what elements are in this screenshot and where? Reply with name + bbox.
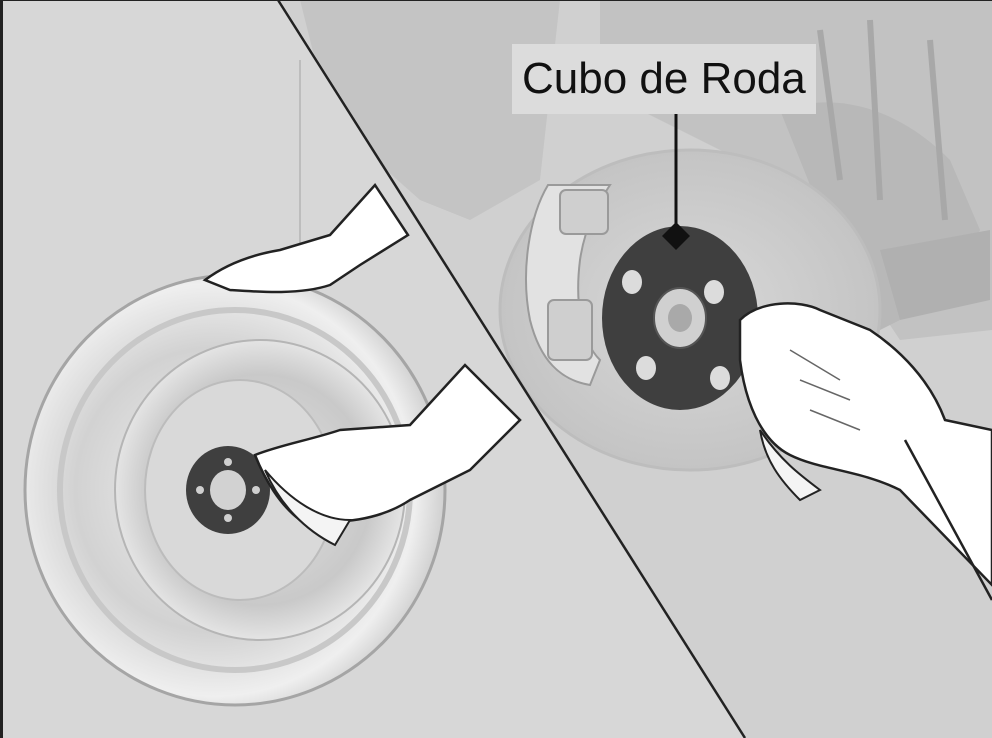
wheel-hub [602, 226, 758, 410]
lug-stud [704, 280, 724, 304]
lug-stud [710, 366, 730, 390]
left-panel [23, 60, 522, 707]
left-glove-hand-top [202, 182, 410, 294]
callout-label-wheel-hub: Cubo de Roda [512, 44, 816, 114]
panel-divider [276, 0, 747, 738]
lug-stud [636, 356, 656, 380]
right-panel [280, 0, 992, 738]
lug-stud [622, 270, 642, 294]
callout-leader [662, 114, 690, 250]
left-glove-hand-wiping [253, 363, 522, 524]
right-glove-hand [738, 302, 992, 601]
